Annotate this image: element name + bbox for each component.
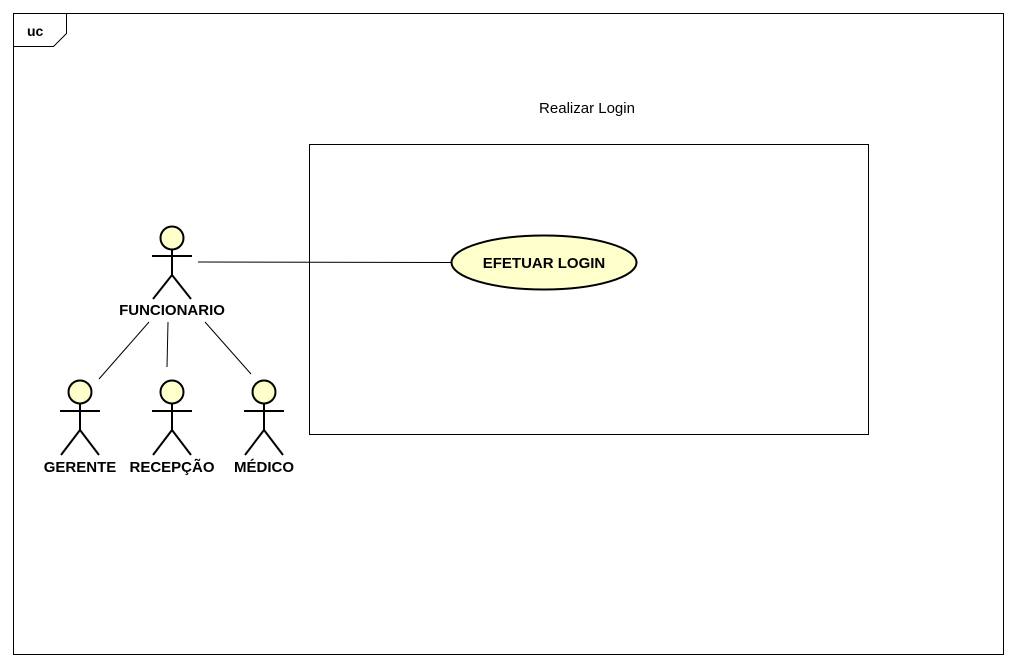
frame-tag-box — [13, 13, 67, 47]
actor-head — [251, 379, 277, 405]
system-title: Realizar Login — [539, 100, 635, 117]
system-boundary — [309, 144, 869, 435]
use-case-ellipse — [450, 234, 638, 291]
generalization-gerente — [98, 321, 150, 380]
association-line — [197, 261, 453, 263]
actor-gerente[interactable]: GERENTE — [44, 379, 117, 477]
actor-head — [159, 379, 185, 405]
actor-label-medico: MÉDICO — [234, 459, 294, 476]
generalization-recepcao — [166, 321, 169, 368]
generalization-medico — [204, 321, 252, 375]
actor-recepcao[interactable]: RECEPÇÃO — [129, 379, 215, 477]
use-case-efetuar-login[interactable]: EFETUAR LOGIN — [450, 234, 638, 291]
actor-head — [67, 379, 93, 405]
actor-funcionario[interactable]: FUNCIONARIO — [119, 225, 225, 320]
actor-head — [159, 225, 185, 251]
actor-label-funcionario: FUNCIONARIO — [119, 302, 225, 319]
actor-label-gerente: GERENTE — [44, 459, 117, 476]
actor-medico[interactable]: MÉDICO — [234, 379, 294, 477]
frame-tag: uc — [27, 23, 44, 39]
actor-label-recepcao: RECEPÇÃO — [129, 458, 214, 476]
use-case-label: EFETUAR LOGIN — [483, 255, 606, 272]
